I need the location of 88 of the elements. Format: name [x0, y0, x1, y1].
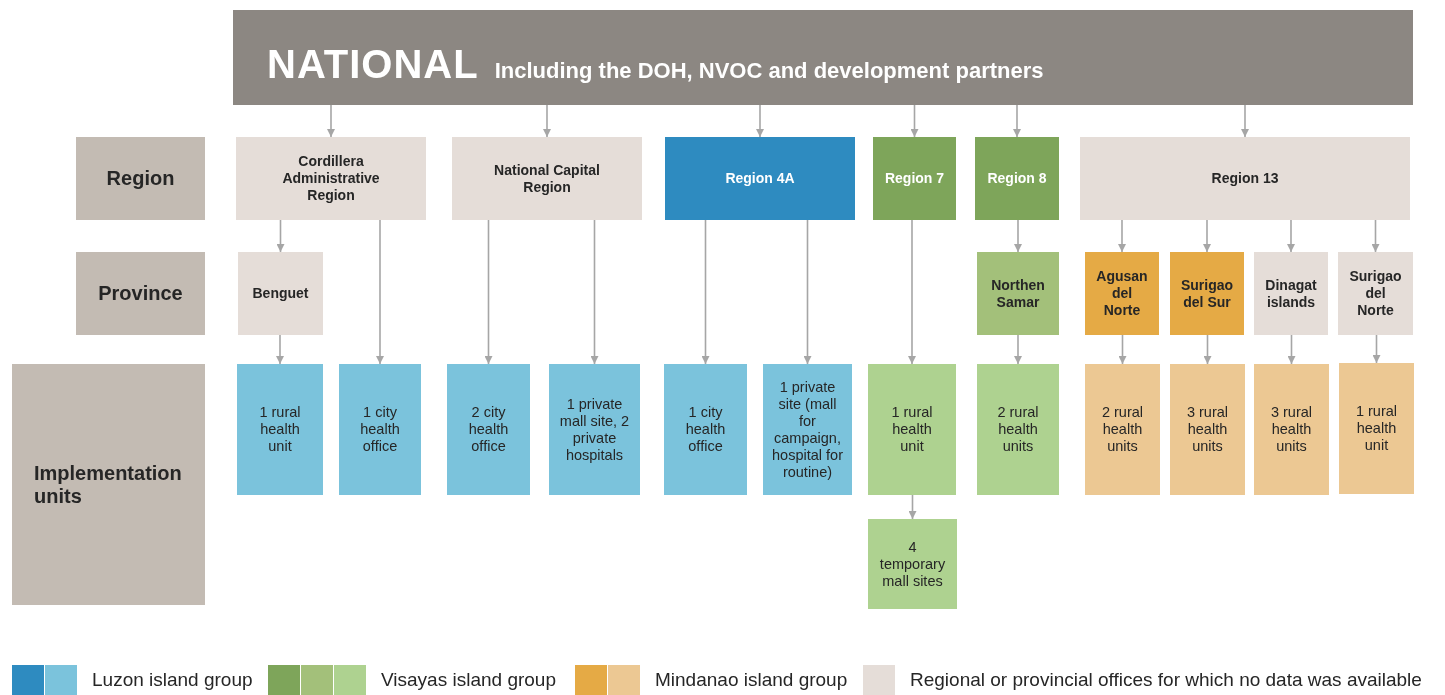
- unit-box: [237, 364, 323, 495]
- region-name: Region 4A: [724, 170, 796, 187]
- province-box: [1085, 252, 1159, 335]
- province-name: Benguet: [251, 285, 310, 302]
- arrow: [376, 219, 384, 365]
- arrow: [701, 219, 710, 365]
- arrow: [1241, 104, 1249, 138]
- unit-description: 3 rural health units: [1185, 404, 1230, 455]
- legend-label: Regional or provincial offices for which no data was available: [910, 668, 1422, 691]
- arrow: [484, 219, 493, 365]
- region-box: [665, 137, 855, 220]
- unit-box: [868, 519, 957, 609]
- arrow: [543, 104, 551, 138]
- province-box: [977, 252, 1059, 335]
- unit-box: [664, 364, 747, 495]
- unit-description: 1 rural health unit: [258, 404, 302, 455]
- arrow: [1014, 334, 1022, 365]
- unit-box: [977, 364, 1059, 495]
- unit-box: [339, 364, 421, 495]
- arrow: [1372, 334, 1381, 364]
- province-name: Surigao del Sur: [1179, 276, 1235, 311]
- province-box: [1170, 252, 1244, 335]
- region-box: [975, 137, 1059, 220]
- unit-box: [1254, 364, 1329, 495]
- unit-description: 1 rural health unit: [890, 404, 934, 455]
- region-name: Cordillera Administrative Region: [281, 153, 381, 204]
- arrow: [276, 334, 284, 365]
- region-box: [236, 137, 426, 220]
- province-box: [1338, 252, 1413, 335]
- arrow: [803, 219, 812, 365]
- row-label-box: [12, 364, 205, 605]
- unit-box: [763, 364, 852, 495]
- unit-description: 1 private site (mall for campaign, hospital for routine): [771, 378, 844, 481]
- arrow: [1014, 219, 1022, 253]
- arrow: [908, 219, 916, 365]
- header-title: NATIONAL: [267, 42, 479, 87]
- legend-label: Visayas island group: [381, 668, 556, 691]
- province-name: Agusan del Norte: [1095, 268, 1149, 319]
- unit-description: 4 temporary mall sites: [878, 538, 947, 590]
- region-name: National Capital Region: [493, 161, 601, 196]
- region-name: Region 13: [1210, 170, 1280, 187]
- arrow: [908, 494, 917, 520]
- arrow: [910, 104, 919, 138]
- unit-description: 3 rural health units: [1269, 404, 1314, 455]
- row-label: Province: [98, 282, 183, 305]
- unit-description: 1 rural health unit: [1354, 403, 1399, 454]
- province-name: Dinagat islands: [1264, 276, 1318, 311]
- arrow: [327, 104, 335, 138]
- unit-box: [868, 364, 956, 495]
- unit-box: [1085, 364, 1160, 495]
- legend-label: Mindanao island group: [655, 668, 848, 691]
- arrow: [1287, 219, 1295, 253]
- unit-box: [549, 364, 640, 495]
- region-box: [873, 137, 956, 220]
- unit-description: 1 private mall site, 2 private hospitals: [558, 395, 631, 464]
- header-subtitle: Including the DOH, NVOC and development partners: [494, 58, 1044, 84]
- arrow: [1118, 334, 1127, 365]
- unit-box: [1170, 364, 1245, 495]
- arrow: [1118, 219, 1126, 253]
- province-box: [238, 252, 323, 335]
- unit-description: 1 city health office: [359, 404, 401, 455]
- arrow: [1013, 104, 1021, 138]
- header-banner: [233, 10, 1413, 105]
- unit-description: 2 rural health units: [996, 404, 1040, 455]
- row-label: Region: [106, 167, 175, 190]
- row-label-box: [76, 137, 205, 220]
- unit-description: 2 city health office: [467, 404, 510, 455]
- legend-label: Luzon island group: [92, 668, 253, 691]
- arrow: [1203, 334, 1212, 365]
- arrow: [1203, 219, 1211, 253]
- region-name: Region 8: [986, 170, 1048, 187]
- unit-box: [447, 364, 530, 495]
- unit-box: [1339, 363, 1414, 494]
- arrow: [1287, 334, 1296, 365]
- arrow: [756, 104, 764, 138]
- arrow: [1371, 219, 1380, 253]
- province-name: Surigao del Norte: [1348, 268, 1403, 319]
- province-box: [1254, 252, 1328, 335]
- region-name: Region 7: [883, 170, 946, 187]
- row-label: Implementation units: [33, 461, 183, 508]
- row-label-box: [76, 252, 205, 335]
- arrow: [276, 219, 285, 253]
- unit-description: 2 rural health units: [1100, 404, 1145, 455]
- unit-description: 1 city health office: [684, 404, 727, 455]
- region-box: [1080, 137, 1410, 220]
- region-box: [452, 137, 642, 220]
- arrow: [590, 219, 599, 365]
- province-name: Northen Samar: [990, 276, 1046, 311]
